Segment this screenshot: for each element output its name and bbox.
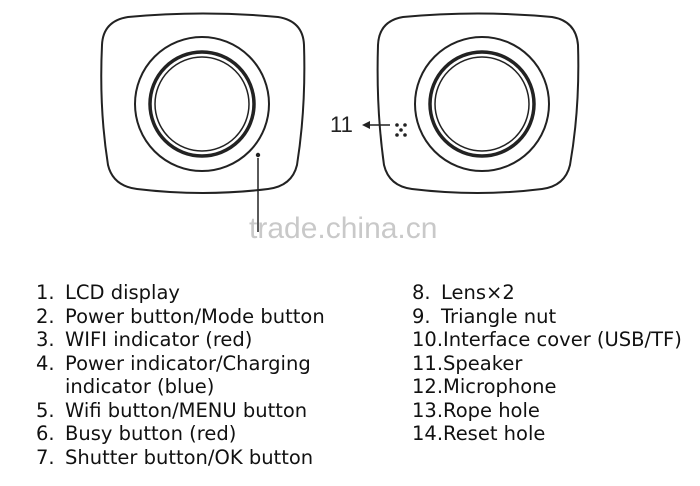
legend-item: 7. Shutter button/OK button xyxy=(36,446,325,470)
legend-item-label: Triangle nut xyxy=(441,304,557,328)
lens-ring-inner xyxy=(434,56,530,152)
legend-item: 1. LCD display xyxy=(36,281,325,305)
legend-item: 4. Power indicator/Charging xyxy=(36,352,325,376)
legend-item-number: 11. xyxy=(412,351,444,375)
legend-item: 9. Triangle nut xyxy=(412,305,682,329)
legend-item: 5. Wifi button/MENU button xyxy=(36,399,325,423)
legend-item-label: Power indicator/Charging xyxy=(65,351,311,375)
legend-item: 12. Microphone xyxy=(412,375,682,399)
lens-ring-outer xyxy=(134,36,270,172)
legend-item-label: Shutter button/OK button xyxy=(65,445,314,469)
legend-item-label: Reset hole xyxy=(443,422,546,445)
lens-ring-inner xyxy=(154,56,250,152)
legend-item: 11. Speaker xyxy=(412,352,682,376)
camera-body-outline xyxy=(376,12,580,194)
speaker-holes-icon xyxy=(395,123,407,137)
legend-item: 8. Lens×2 xyxy=(412,281,682,305)
legend-item-label: Wifi button/MENU button xyxy=(65,398,308,422)
legend-item-label: Busy button (red) xyxy=(65,422,237,445)
camera-front-view xyxy=(100,12,306,232)
legend-item-number: 7. xyxy=(36,445,55,469)
microphone-hole xyxy=(255,152,261,158)
legend-item-continuation: indicator (blue) xyxy=(65,375,215,398)
legend-item-label: Lens×2 xyxy=(441,281,515,304)
legend-item-label: Speaker xyxy=(443,351,523,375)
legend-item-label: Rope hole xyxy=(443,398,540,422)
callout-arrow xyxy=(362,121,390,129)
legend-item: 14. Reset hole xyxy=(412,422,682,446)
lens-ring-mid xyxy=(428,50,536,158)
legend-item: 10. Interface cover (USB/TF) xyxy=(412,328,682,352)
legend-item-number: 6. xyxy=(36,422,55,445)
camera-body-outline xyxy=(100,12,306,194)
lens-ring-mid xyxy=(148,50,256,158)
legend-item-number: 9. xyxy=(412,304,431,328)
legend-item-label: Interface cover (USB/TF) xyxy=(443,328,682,351)
legend-item-number: 13. xyxy=(412,398,444,422)
legend-item-label: WIFI indicator (red) xyxy=(65,328,253,351)
legend-item-number: 2. xyxy=(36,304,55,328)
lens-ring-outer xyxy=(414,36,550,172)
legend-item-number: 10. xyxy=(412,328,444,351)
legend-left: 1. LCD display 2. Power button/Mode butt… xyxy=(36,281,325,469)
legend-item-number: 8. xyxy=(412,281,431,304)
camera-diagram xyxy=(100,12,580,232)
watermark: trade.china.cn xyxy=(249,212,438,245)
legend-item: 2. Power button/Mode button xyxy=(36,305,325,329)
callout-label: 11 xyxy=(330,112,353,137)
legend-item-number: 12. xyxy=(412,375,444,398)
legend-item-number: 3. xyxy=(36,328,55,351)
legend-item-number: 14. xyxy=(412,422,444,445)
legend-item-number: 4. xyxy=(36,351,55,375)
legend-item: 6. Busy button (red) xyxy=(36,422,325,446)
legend-item-number: 1. xyxy=(36,281,55,304)
legend-item-label: Microphone xyxy=(443,375,557,398)
camera-back-view xyxy=(362,12,580,194)
legend-item-number: 5. xyxy=(36,398,55,422)
legend-item-label: Power button/Mode button xyxy=(65,304,325,328)
legend-right: 8. Lens×2 9. Triangle nut 10. Interface … xyxy=(412,281,682,446)
legend-item: 13. Rope hole xyxy=(412,399,682,423)
legend-item-label: LCD display xyxy=(65,281,180,304)
legend-item: 3. WIFI indicator (red) xyxy=(36,328,325,352)
